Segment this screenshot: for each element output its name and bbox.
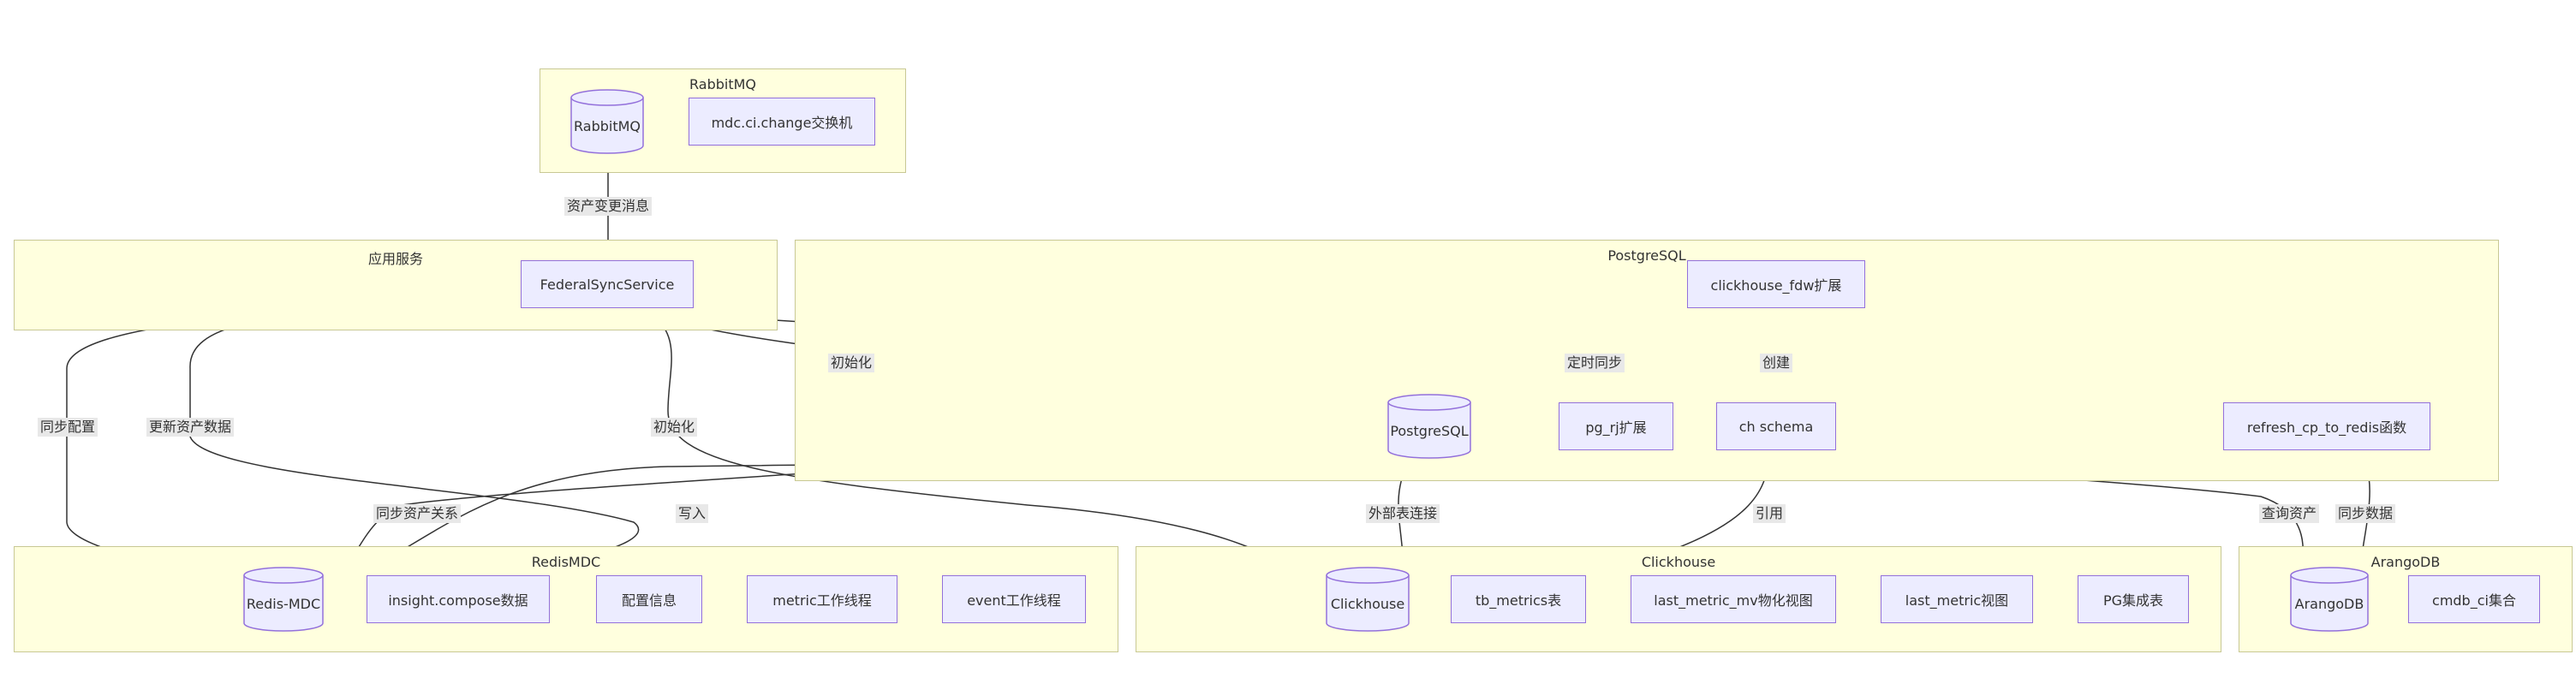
edge-label-update-asset-data: 更新资产数据 bbox=[146, 418, 235, 437]
edge-label-sync-data: 同步数据 bbox=[2334, 504, 2396, 523]
node-metric-worker[interactable]: metric工作线程 bbox=[747, 575, 897, 623]
group-redis-mdc: RedisMDC bbox=[14, 546, 1118, 652]
node-pg-integration[interactable]: PG集成表 bbox=[2078, 575, 2189, 623]
node-tb-metrics[interactable]: tb_metrics表 bbox=[1451, 575, 1586, 623]
rabbitmq-database[interactable]: RabbitMQ bbox=[570, 89, 644, 154]
group-title-rabbitmq: RabbitMQ bbox=[689, 76, 756, 92]
node-config-info[interactable]: 配置信息 bbox=[596, 575, 702, 623]
edge-label-init-clickhouse: 初始化 bbox=[650, 418, 698, 437]
cylinder-icon bbox=[1387, 394, 1471, 459]
node-mdc-exchange[interactable]: mdc.ci.change交换机 bbox=[689, 98, 875, 146]
arangodb-database-label: ArangoDB bbox=[2294, 595, 2364, 612]
node-clickhouse-fdw[interactable]: clickhouse_fdw扩展 bbox=[1687, 260, 1865, 308]
node-event-worker[interactable]: event工作线程 bbox=[942, 575, 1086, 623]
clickhouse-database[interactable]: Clickhouse bbox=[1326, 567, 1410, 632]
edge-label-query-asset: 查询资产 bbox=[2258, 504, 2320, 523]
rabbitmq-database-label: RabbitMQ bbox=[574, 117, 641, 134]
group-title-arangodb: ArangoDB bbox=[2370, 554, 2441, 570]
cylinder-icon bbox=[570, 89, 644, 154]
edge-label-sync-config: 同步配置 bbox=[37, 418, 98, 437]
cylinder-icon bbox=[243, 567, 324, 632]
node-ch-schema[interactable]: ch schema bbox=[1716, 402, 1836, 450]
node-pg-rj[interactable]: pg_rj扩展 bbox=[1559, 402, 1673, 450]
edge-label-sync-asset-relation: 同步资产关系 bbox=[373, 504, 462, 523]
group-title-app-service: 应用服务 bbox=[367, 251, 423, 267]
node-insight-compose[interactable]: insight.compose数据 bbox=[367, 575, 550, 623]
node-cmdb-ci[interactable]: cmdb_ci集合 bbox=[2408, 575, 2540, 623]
node-last-metric-mv[interactable]: last_metric_mv物化视图 bbox=[1631, 575, 1836, 623]
edge-label-scheduled-sync: 定时同步 bbox=[1564, 354, 1625, 372]
edge-label-foreign-table: 外部表连接 bbox=[1365, 504, 1440, 523]
edge-label-asset-change-message: 资产变更消息 bbox=[564, 197, 653, 216]
arangodb-database[interactable]: ArangoDB bbox=[2290, 567, 2369, 632]
node-last-metric-view[interactable]: last_metric视图 bbox=[1881, 575, 2033, 623]
cylinder-icon bbox=[1326, 567, 1410, 632]
group-title-redis-mdc: RedisMDC bbox=[531, 554, 601, 570]
group-title-clickhouse: Clickhouse bbox=[1641, 554, 1716, 570]
postgresql-database-label: PostgreSQL bbox=[1390, 422, 1469, 439]
edge-label-create: 创建 bbox=[1759, 354, 1793, 372]
cylinder-icon bbox=[2290, 567, 2369, 632]
clickhouse-database-label: Clickhouse bbox=[1330, 595, 1405, 612]
edge-label-reference: 引用 bbox=[1752, 504, 1786, 523]
group-clickhouse: Clickhouse bbox=[1136, 546, 2221, 652]
postgresql-database[interactable]: PostgreSQL bbox=[1387, 394, 1471, 459]
edge-federal-to-redis-update-asset bbox=[189, 295, 640, 594]
redis-mdc-database-label: Redis-MDC bbox=[246, 595, 321, 612]
edge-label-init-postgresql: 初始化 bbox=[827, 354, 875, 372]
group-title-postgresql: PostgreSQL bbox=[1607, 247, 1686, 264]
edge-federal-to-redis-sync-config bbox=[66, 292, 522, 592]
edge-label-write: 写入 bbox=[675, 504, 709, 523]
node-federal-sync-service[interactable]: FederalSyncService bbox=[521, 260, 694, 308]
node-refresh-cp-to-redis[interactable]: refresh_cp_to_redis函数 bbox=[2223, 402, 2430, 450]
redis-mdc-database[interactable]: Redis-MDC bbox=[243, 567, 324, 632]
